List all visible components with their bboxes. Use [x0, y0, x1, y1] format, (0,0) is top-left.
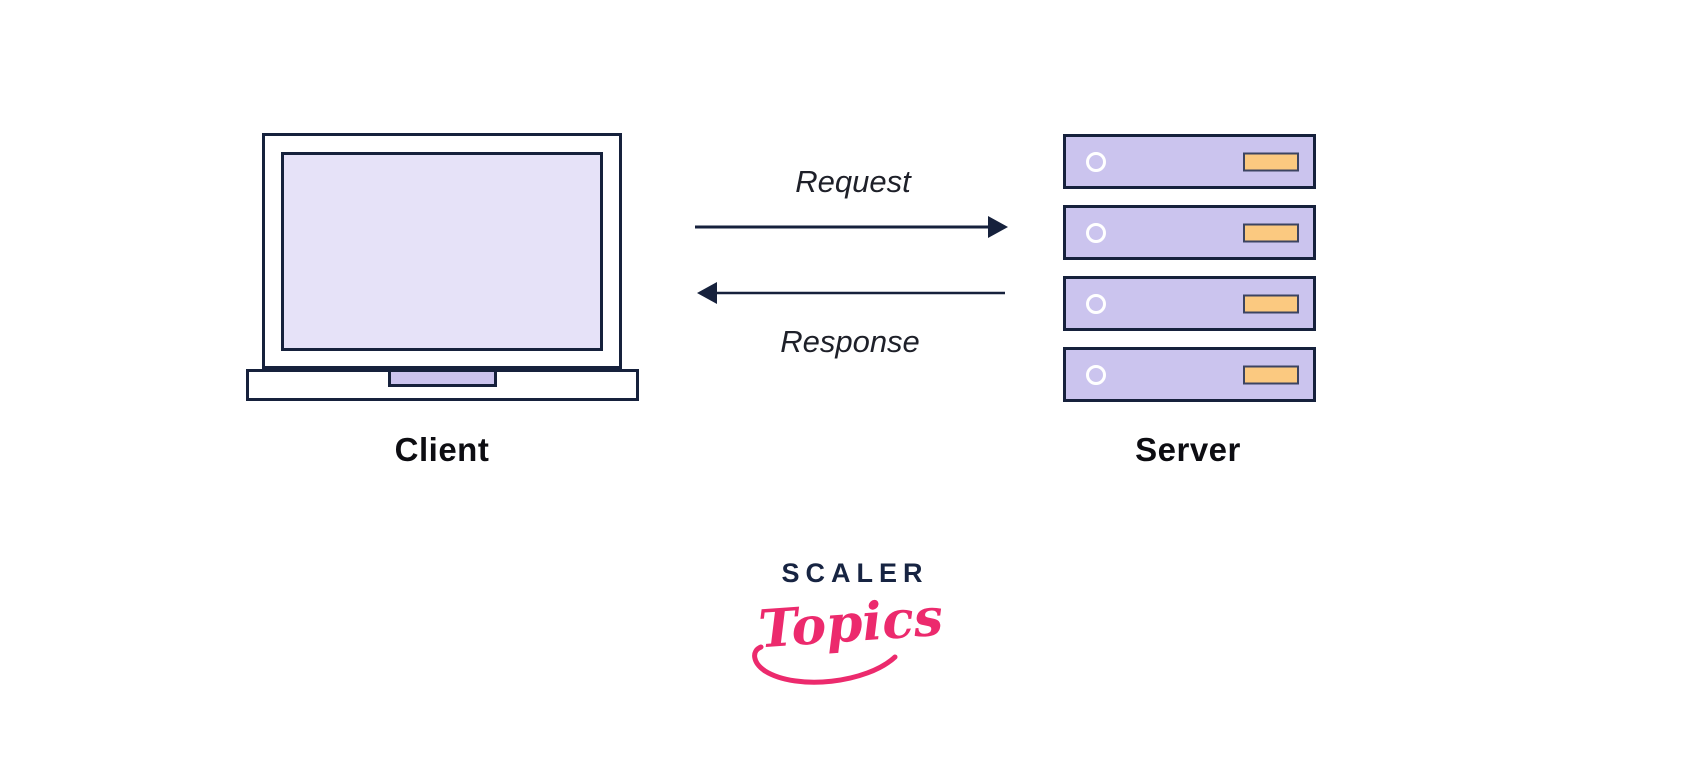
server-label: Server	[1135, 431, 1241, 468]
server-unit	[1063, 347, 1316, 402]
arrowhead-left-icon	[697, 282, 717, 304]
power-indicator-icon	[1086, 293, 1106, 314]
request-label: Request	[795, 164, 911, 199]
scaler-topics-logo: SCALER Topics	[737, 558, 967, 697]
client-label: Client	[394, 431, 490, 468]
request-arrow	[695, 216, 1008, 238]
power-indicator-icon	[1086, 222, 1106, 243]
power-indicator-icon	[1086, 364, 1106, 385]
server-unit	[1063, 276, 1316, 331]
logo-sub-wordmark: Topics	[752, 587, 945, 685]
response-arrow	[697, 282, 1005, 304]
laptop-monitor	[262, 133, 622, 369]
logo-sub-text: Topics	[757, 587, 945, 661]
drive-slot-icon	[1243, 152, 1299, 171]
drive-slot-icon	[1243, 223, 1299, 242]
laptop-base	[246, 369, 639, 401]
laptop-screen	[281, 152, 603, 351]
drive-slot-icon	[1243, 294, 1299, 313]
response-label: Response	[780, 324, 920, 359]
logo-flourish-icon	[752, 644, 898, 685]
server-rack-icon	[1063, 134, 1316, 418]
arrows-layer	[695, 216, 1008, 304]
laptop-notch	[388, 372, 497, 387]
drive-slot-icon	[1243, 365, 1299, 384]
arrowhead-right-icon	[988, 216, 1008, 238]
power-indicator-icon	[1086, 151, 1106, 172]
server-unit	[1063, 134, 1316, 189]
server-unit	[1063, 205, 1316, 260]
logo-brand-text: SCALER	[781, 558, 929, 588]
